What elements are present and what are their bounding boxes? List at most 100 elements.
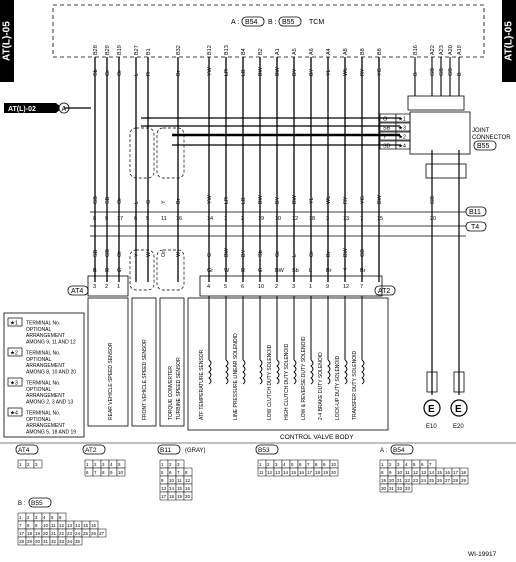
connector-view-pin: 20 xyxy=(389,478,395,483)
connector-at2-pin: 2 xyxy=(275,284,278,290)
connector-view-pin: 13 xyxy=(161,486,167,491)
connector-view-pin: 15 xyxy=(437,470,443,475)
tcm-pin-label: B12 xyxy=(207,45,213,55)
legend-line: ARRANGEMENT xyxy=(26,333,65,339)
tcm-pin-label: A22 xyxy=(430,45,436,55)
connector-b11-pin: 12 xyxy=(292,216,298,222)
connector-view-pin: 30 xyxy=(381,486,387,491)
ground-label: E10 xyxy=(426,424,437,430)
solenoid-coil xyxy=(225,359,229,385)
legend-mark-box xyxy=(7,317,23,327)
connector-view-pin: 7 xyxy=(94,470,97,475)
connector-b11-pin: 9 xyxy=(105,216,108,222)
wire-color-low-label: Or xyxy=(161,251,167,257)
legend-line: OPTIONAL xyxy=(26,357,52,363)
connector-view-pin: 22 xyxy=(405,478,411,483)
connector-view-pin: 24 xyxy=(75,531,81,536)
connector-view-pin: 8 xyxy=(185,470,188,475)
connector-b11-pin: 10 xyxy=(275,216,281,222)
component-label: HIGH CLUTCH DUTY SOLENOID xyxy=(284,343,290,420)
tcm-pin-label: A1 xyxy=(275,48,281,55)
connector-view-pin: 15 xyxy=(83,523,89,528)
tcm-pin-label: A5 xyxy=(292,48,298,55)
connector-view-id: B11 xyxy=(160,447,171,454)
connector-view-pin: 18 xyxy=(27,531,33,536)
connector-view-pin: 34 xyxy=(67,539,73,544)
connector-view-pin: 17 xyxy=(161,494,167,499)
tcm-wire-color-label: YW xyxy=(207,66,213,76)
component-label: LOW CLUTCH DUTY SOLENOID xyxy=(267,344,273,420)
connector-view-pin: 26 xyxy=(91,531,97,536)
wire-color-low-label: SB xyxy=(93,249,99,257)
tcm-pin-label: B4 xyxy=(241,48,247,55)
tcm-wire-color-label: BW xyxy=(275,66,281,76)
connector-view-pin: 22 xyxy=(59,531,65,536)
connector-at2-color: Br xyxy=(360,268,366,274)
connector-view-id-box xyxy=(255,444,279,455)
wire-color-mid-label: Or xyxy=(117,198,123,204)
connector-view-pin: 6 xyxy=(169,470,172,475)
joint-row-color: G xyxy=(383,117,387,123)
wire-color-mid-label: BW xyxy=(377,194,383,204)
connector-view-pin: 14 xyxy=(169,486,175,491)
tcm-module-label: TCM xyxy=(309,19,324,26)
wire-color-mid-label: LB xyxy=(241,197,247,204)
tcm-box xyxy=(52,4,485,58)
solenoid-coil xyxy=(310,359,314,385)
connector-view-pin: 32 xyxy=(51,539,57,544)
turbine-speed-sensor-box xyxy=(159,297,185,427)
connector-view-pin: 2 xyxy=(94,462,97,467)
tcm-pin-label: B28 xyxy=(93,45,99,55)
connector-view-pin: 13 xyxy=(421,470,427,475)
connector-view-pin: 7 xyxy=(429,462,432,467)
connector-view-pin: 17 xyxy=(19,531,25,536)
connector-view-prefix: A : xyxy=(380,448,387,454)
connector-view-id-box xyxy=(157,444,181,455)
connector-at2-pin: 7 xyxy=(360,284,363,290)
connector-view-pin: 10 xyxy=(118,470,124,475)
connector-view-pin: 10 xyxy=(331,462,337,467)
shield-bottom xyxy=(156,249,185,291)
connector-view-pin: 7 xyxy=(19,523,22,528)
connector-view-pin: 3 xyxy=(35,515,38,520)
connector-at2-color: W xyxy=(224,268,230,274)
connector-view-pin: 13 xyxy=(275,470,281,475)
connector-at4-id: AT4 xyxy=(71,288,83,295)
connector-view-pin: 4 xyxy=(405,462,408,467)
connector-view-pin: 14 xyxy=(75,523,81,528)
connector-view-pin: 31 xyxy=(43,539,49,544)
solenoid-coil xyxy=(327,359,331,385)
connector-view-id: B55 xyxy=(31,500,43,507)
connector-view-id: B53 xyxy=(258,447,270,454)
connector-view-pin: 3 xyxy=(397,462,400,467)
component-label: LINE PRESSURE LINEAR SOLENOID xyxy=(233,333,239,420)
tcm-wire-color-label: Or xyxy=(117,70,123,76)
connector-b11-id: B11 xyxy=(469,209,481,216)
connector-b11-pin: 11 xyxy=(161,216,167,222)
wire-color-mid-label: YW xyxy=(207,194,213,204)
connector-view-pin: 1 xyxy=(381,462,384,467)
connector-view-pin: 29 xyxy=(461,478,467,483)
connector-view-pin: 30 xyxy=(35,539,41,544)
connector-view-pin: 1 xyxy=(19,462,22,467)
ground-connector xyxy=(426,371,438,393)
ground-circle xyxy=(423,399,441,417)
wire-color-mid-label: BW xyxy=(258,194,264,204)
tcm-header-b-prefix: B : xyxy=(268,19,277,26)
wire-color-low-label: Br xyxy=(326,251,332,257)
connector-at2-color: Gr xyxy=(207,268,213,274)
wire-color-low-label: W xyxy=(176,251,182,257)
connector-view-pin: 32 xyxy=(397,486,403,491)
tcm-wire-color-label: GB xyxy=(439,68,445,76)
rear-speed-sensor-box xyxy=(87,297,129,427)
tcm-wire-color-label: YL xyxy=(326,69,332,76)
joint-body xyxy=(409,111,471,155)
connector-view-cell xyxy=(116,467,126,477)
connector-view-pin: 2 xyxy=(169,462,172,467)
control-valve-body-label: CONTROL VALVE BODY xyxy=(280,434,354,441)
legend-mark: ★2 xyxy=(10,350,18,357)
connector-view-pin: 2 xyxy=(267,462,270,467)
connector-at4-color: B xyxy=(93,268,97,274)
solenoid-coil xyxy=(344,359,348,385)
